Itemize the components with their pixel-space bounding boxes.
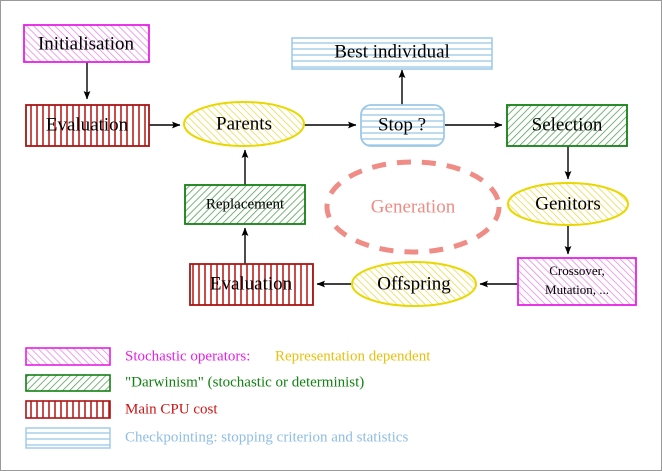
legend-label-darwinism: "Darwinism" (stochastic or determinist)	[125, 374, 364, 390]
legend-swatch-green-diagonal	[25, 374, 111, 392]
edges-layer	[83, 62, 572, 288]
node-initialisation-label: Initialisation	[38, 33, 135, 54]
node-evaluation-bottom-label: Evaluation	[210, 273, 293, 294]
node-replacement[interactable]: Replacement	[184, 184, 306, 225]
legend-item-cpu: Main CPU cost	[25, 400, 218, 419]
node-crossover-label-line1: Crossover,	[549, 263, 604, 278]
node-offspring[interactable]: Offspring	[351, 261, 477, 307]
node-replacement-label: Replacement	[206, 196, 285, 212]
legend-swatch-red-vertical	[25, 400, 111, 419]
legend-label-representation: Representation dependent	[275, 348, 431, 364]
legend-swatch-magenta-diagonal	[25, 347, 111, 366]
node-crossover[interactable]: Crossover, Mutation, ...	[517, 257, 637, 306]
node-evaluation-top[interactable]: Evaluation	[25, 104, 150, 147]
legend-label-stochastic: Stochastic operators:	[125, 348, 250, 364]
node-evaluation-top-label: Evaluation	[46, 114, 129, 135]
node-genitors-label: Genitors	[535, 193, 600, 214]
legend: Stochastic operators: Representation dep…	[25, 347, 431, 449]
legend-label-cpu: Main CPU cost	[125, 401, 218, 417]
legend-label-checkpointing: Checkpointing: stopping criterion and st…	[125, 429, 408, 445]
node-best-individual-label: Best individual	[334, 41, 450, 62]
node-stop-label: Stop ?	[378, 114, 426, 135]
legend-item-stochastic: Stochastic operators: Representation dep…	[25, 347, 431, 366]
node-parents-label: Parents	[216, 113, 272, 134]
node-evaluation-bottom[interactable]: Evaluation	[189, 263, 314, 306]
legend-item-checkpointing: Checkpointing: stopping criterion and st…	[25, 427, 408, 449]
node-selection[interactable]: Selection	[506, 104, 628, 147]
node-parents[interactable]: Parents	[183, 101, 305, 147]
node-selection-label: Selection	[532, 114, 603, 135]
node-stop[interactable]: Stop ?	[360, 104, 445, 147]
node-generation: Generation	[324, 159, 502, 255]
node-genitors[interactable]: Genitors	[507, 182, 629, 226]
node-crossover-label-line2: Mutation, ...	[545, 282, 609, 297]
legend-item-darwinism: "Darwinism" (stochastic or determinist)	[25, 374, 364, 392]
node-offspring-label: Offspring	[377, 273, 451, 294]
legend-swatch-blue-horizontal	[25, 427, 111, 449]
node-initialisation[interactable]: Initialisation	[23, 24, 150, 63]
node-generation-label: Generation	[371, 196, 456, 217]
node-best-individual[interactable]: Best individual	[291, 37, 493, 70]
